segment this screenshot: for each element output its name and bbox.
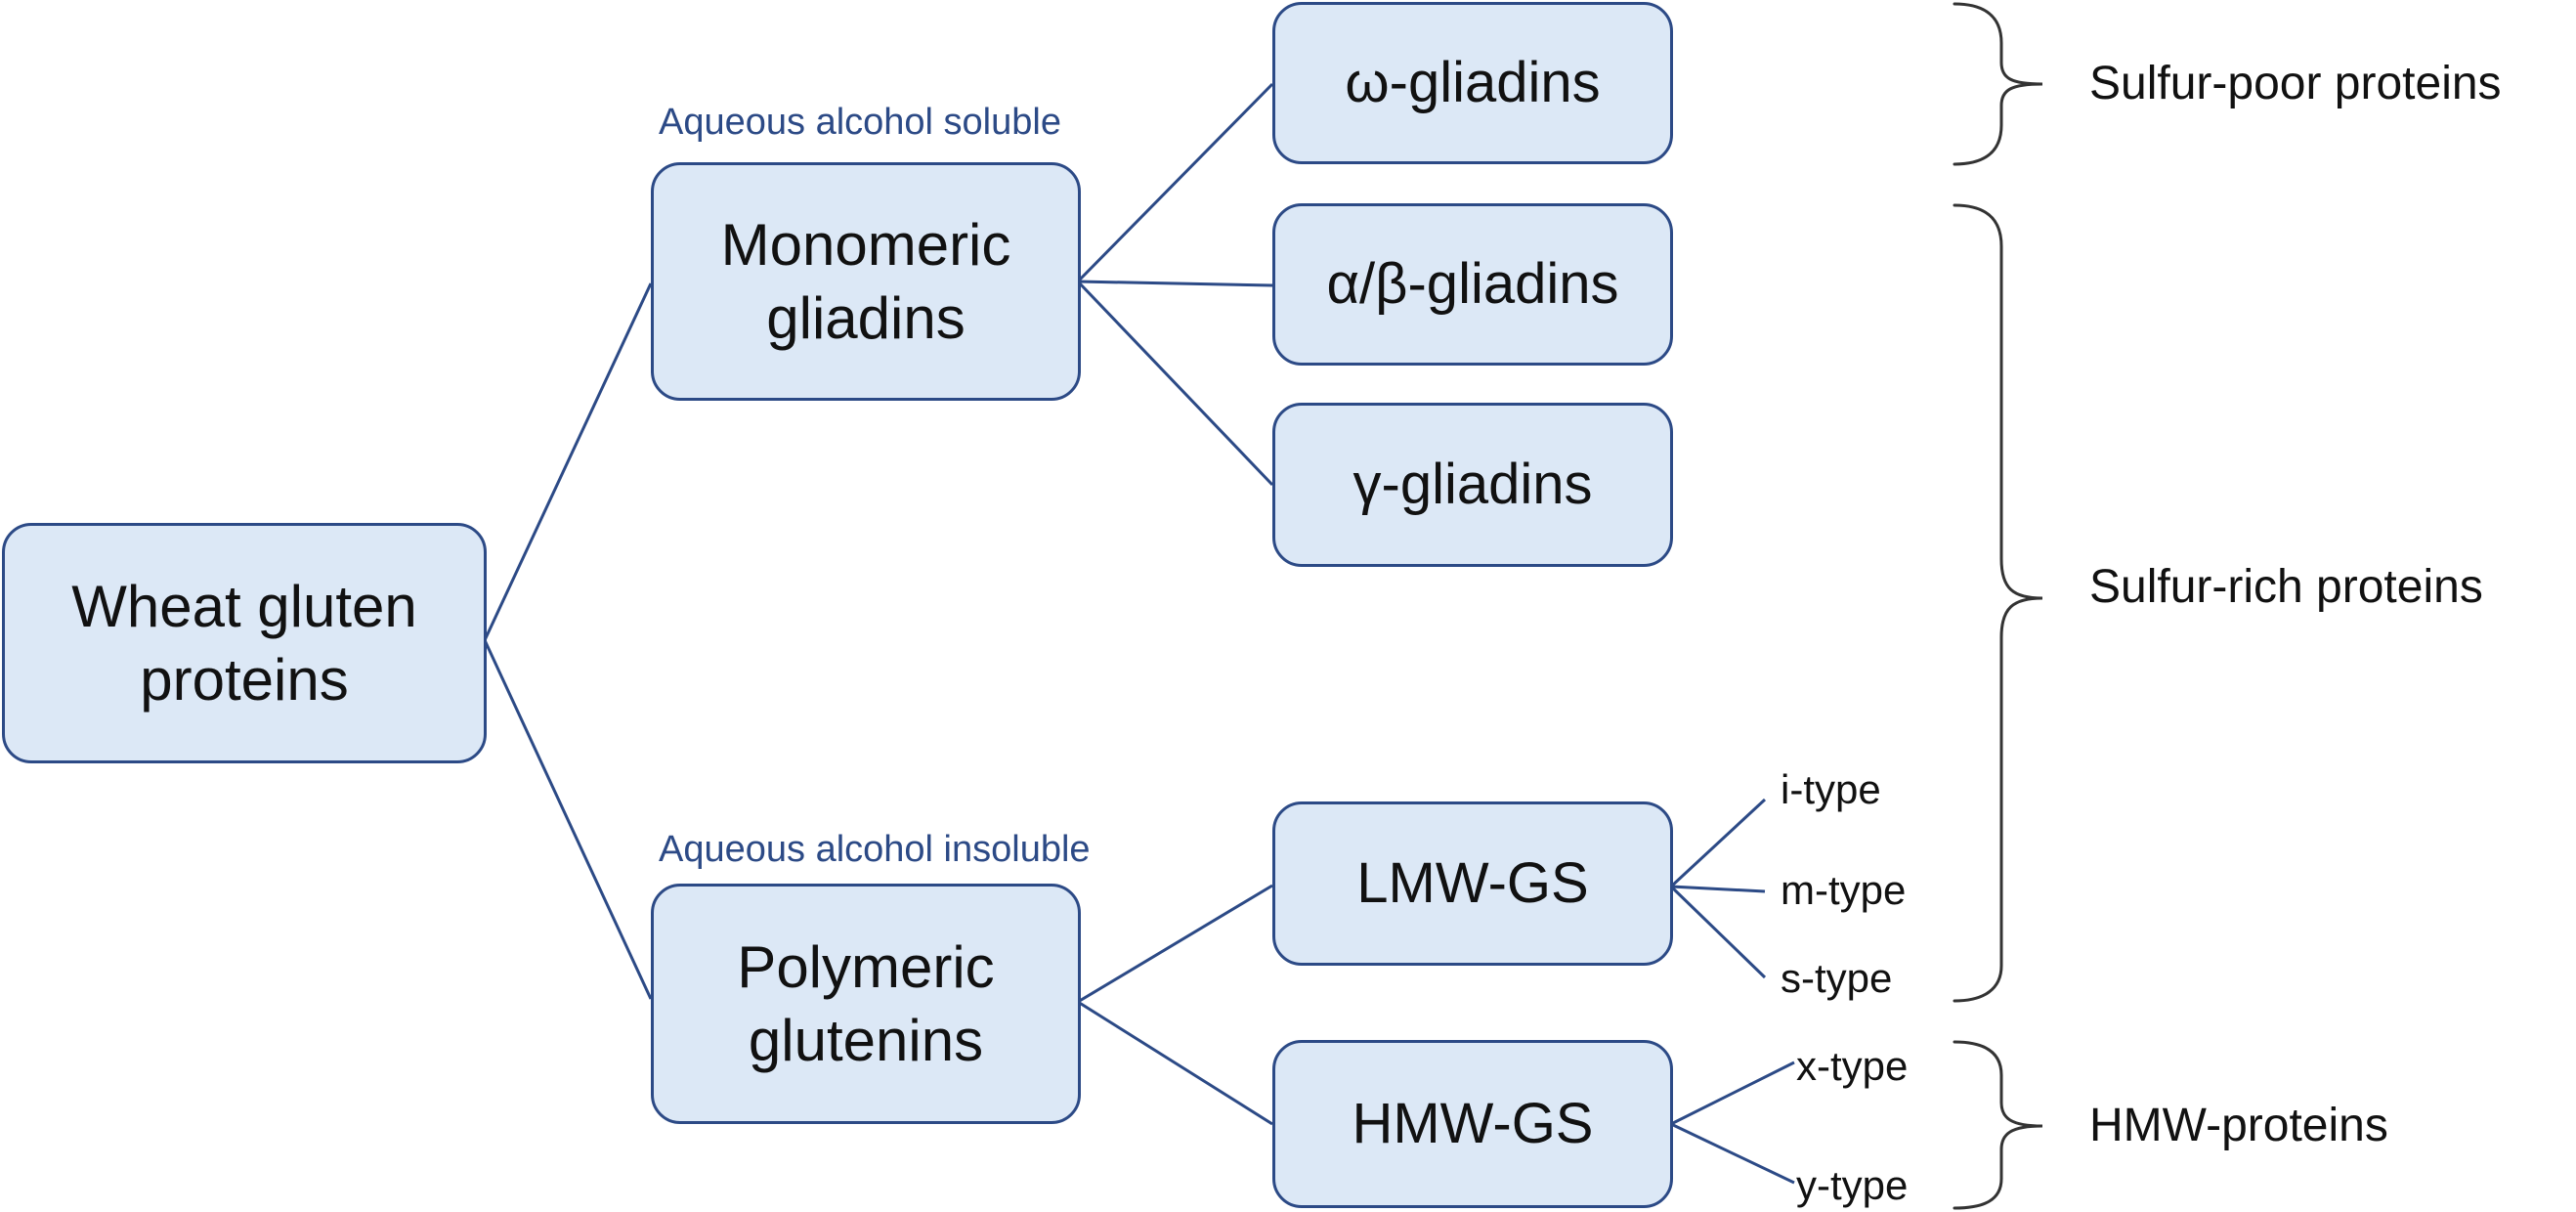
note-aqueous-alcohol-insoluble: Aqueous alcohol insoluble bbox=[659, 829, 1091, 870]
node-omega-gliadins: ω-gliadins bbox=[1272, 2, 1673, 164]
connector-root-polymeric bbox=[483, 639, 653, 1000]
subtype-y-type: y-type bbox=[1796, 1162, 1909, 1208]
node-gamma-gliadins: γ-gliadins bbox=[1272, 403, 1673, 567]
connector-hmw-y bbox=[1670, 1122, 1795, 1185]
connector-hmw-x bbox=[1670, 1060, 1795, 1126]
note-aqueous-alcohol-soluble: Aqueous alcohol soluble bbox=[659, 102, 1061, 143]
group-hmw-proteins: HMW-proteins bbox=[2089, 1100, 2388, 1151]
connector-polymeric-lmw bbox=[1077, 884, 1273, 1004]
subtype-x-type: x-type bbox=[1796, 1043, 1909, 1089]
node-lmw-gs: LMW-GS bbox=[1272, 801, 1673, 966]
brace-hmw-proteins bbox=[1953, 1040, 2043, 1210]
node-wheat-gluten-proteins: Wheat gluten proteins bbox=[2, 523, 487, 763]
node-polymeric-glutenins: Polymeric glutenins bbox=[651, 884, 1081, 1124]
node-hmw-gs: HMW-GS bbox=[1272, 1040, 1673, 1208]
subtype-i-type: i-type bbox=[1781, 766, 1881, 812]
connector-monomeric-gamma bbox=[1076, 280, 1274, 487]
node-alpha-beta-gliadins: α/β-gliadins bbox=[1272, 203, 1673, 366]
connector-lmw-i bbox=[1669, 798, 1767, 888]
subtype-s-type: s-type bbox=[1781, 955, 1893, 1001]
node-monomeric-gliadins: Monomeric gliadins bbox=[651, 162, 1081, 401]
connector-lmw-m bbox=[1670, 885, 1766, 893]
connector-monomeric-alphabeta bbox=[1077, 280, 1273, 287]
connector-root-monomeric bbox=[483, 282, 653, 641]
group-sulfur-rich-proteins: Sulfur-rich proteins bbox=[2089, 561, 2483, 613]
brace-sulfur-poor bbox=[1953, 2, 2043, 166]
connector-lmw-s bbox=[1669, 885, 1767, 979]
subtype-m-type: m-type bbox=[1781, 867, 1907, 913]
connector-polymeric-hmw bbox=[1077, 1000, 1273, 1126]
brace-sulfur-rich bbox=[1953, 203, 2043, 1003]
connector-monomeric-omega bbox=[1076, 82, 1274, 283]
group-sulfur-poor-proteins: Sulfur-poor proteins bbox=[2089, 58, 2502, 109]
